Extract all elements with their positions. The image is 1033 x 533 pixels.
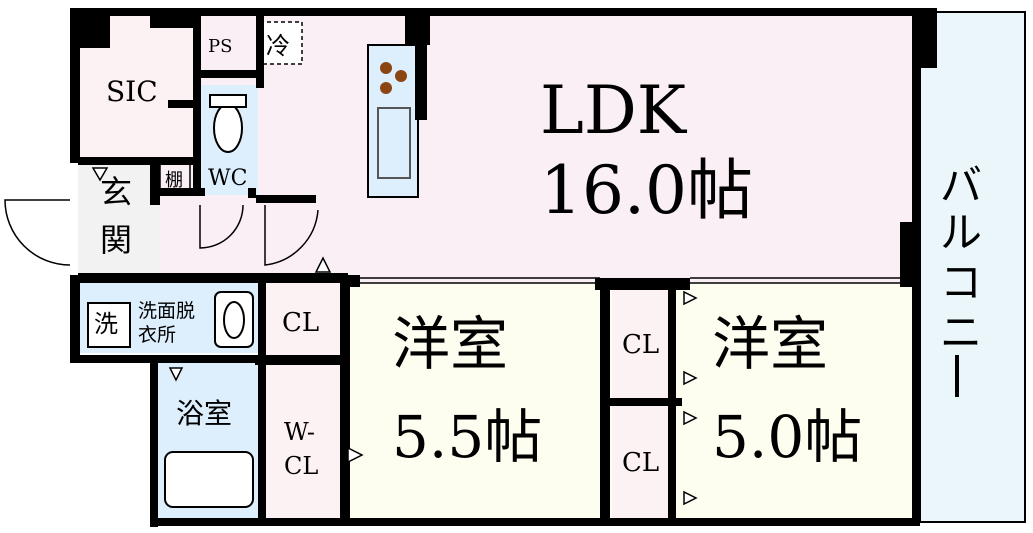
bath-label: 浴室: [176, 397, 233, 430]
wcl-label-1: W-: [284, 418, 316, 446]
wc-door: [199, 204, 244, 249]
ldk-size: 16.0帖: [540, 152, 753, 229]
hall-area: [160, 195, 340, 273]
kitchen-sink: [377, 107, 411, 179]
western-room-a: [340, 283, 605, 520]
entrance-label-1: 玄: [100, 173, 133, 211]
thin-lines: [159, 70, 919, 460]
bathtub-icon: [164, 451, 254, 508]
balcony-char: バ: [940, 161, 983, 210]
doors: [4, 167, 698, 506]
balcony-char: ニ: [940, 308, 983, 357]
walls: [70, 8, 937, 527]
wcl-label-2: CL: [284, 452, 319, 480]
cl-hall-area: [265, 283, 340, 355]
western-b-size: 5.0帖: [712, 403, 863, 471]
washroom-label-1: 洗面脱: [138, 300, 196, 322]
washroom-label-2: 衣所: [138, 324, 177, 346]
shelf-label: 棚: [165, 170, 183, 191]
washer-box: [87, 302, 131, 348]
wc-label: WC: [208, 166, 248, 191]
hall-door: [264, 205, 319, 266]
western-a-name: 洋室: [392, 310, 509, 378]
door-marker: [91, 167, 109, 182]
balcony-char: コ: [940, 258, 983, 307]
cl-b-bottom-area: [612, 405, 672, 520]
fridge-label: 冷: [266, 32, 290, 60]
sic-label: SIC: [106, 75, 158, 108]
stove-burner: [380, 82, 392, 94]
toilet-tank-icon: [209, 94, 247, 108]
cl-b-top-area: [612, 288, 672, 398]
stove-burner: [380, 62, 392, 74]
ldk-name: LDK: [540, 72, 687, 149]
ps-label: PS: [208, 36, 233, 57]
entrance-door: [4, 199, 71, 266]
balcony-area: [919, 11, 1026, 523]
door-marker: [683, 370, 698, 386]
door-marker: [314, 256, 332, 273]
door-marker: [683, 290, 698, 306]
door-marker: [347, 446, 364, 464]
wcl-area: [265, 362, 340, 520]
cl-b-bottom-label: CL: [622, 448, 660, 478]
stove-burner: [395, 70, 407, 82]
toilet-icon: [213, 103, 243, 153]
western-a-size: 5.5帖: [392, 403, 543, 471]
door-marker: [168, 367, 184, 382]
door-marker: [683, 490, 698, 506]
door-marker: [683, 410, 698, 426]
balcony-char: ル: [940, 208, 983, 257]
washer-label: 洗: [94, 310, 118, 338]
balcony-char: [955, 355, 971, 397]
cl-b-top-label: CL: [622, 330, 660, 360]
entrance-label-2: 関: [100, 221, 133, 259]
cl-hall-label: CL: [282, 308, 320, 338]
entrance-area: [78, 163, 160, 273]
washbasin-bowl-icon: [223, 301, 245, 339]
western-b-name: 洋室: [712, 310, 829, 378]
